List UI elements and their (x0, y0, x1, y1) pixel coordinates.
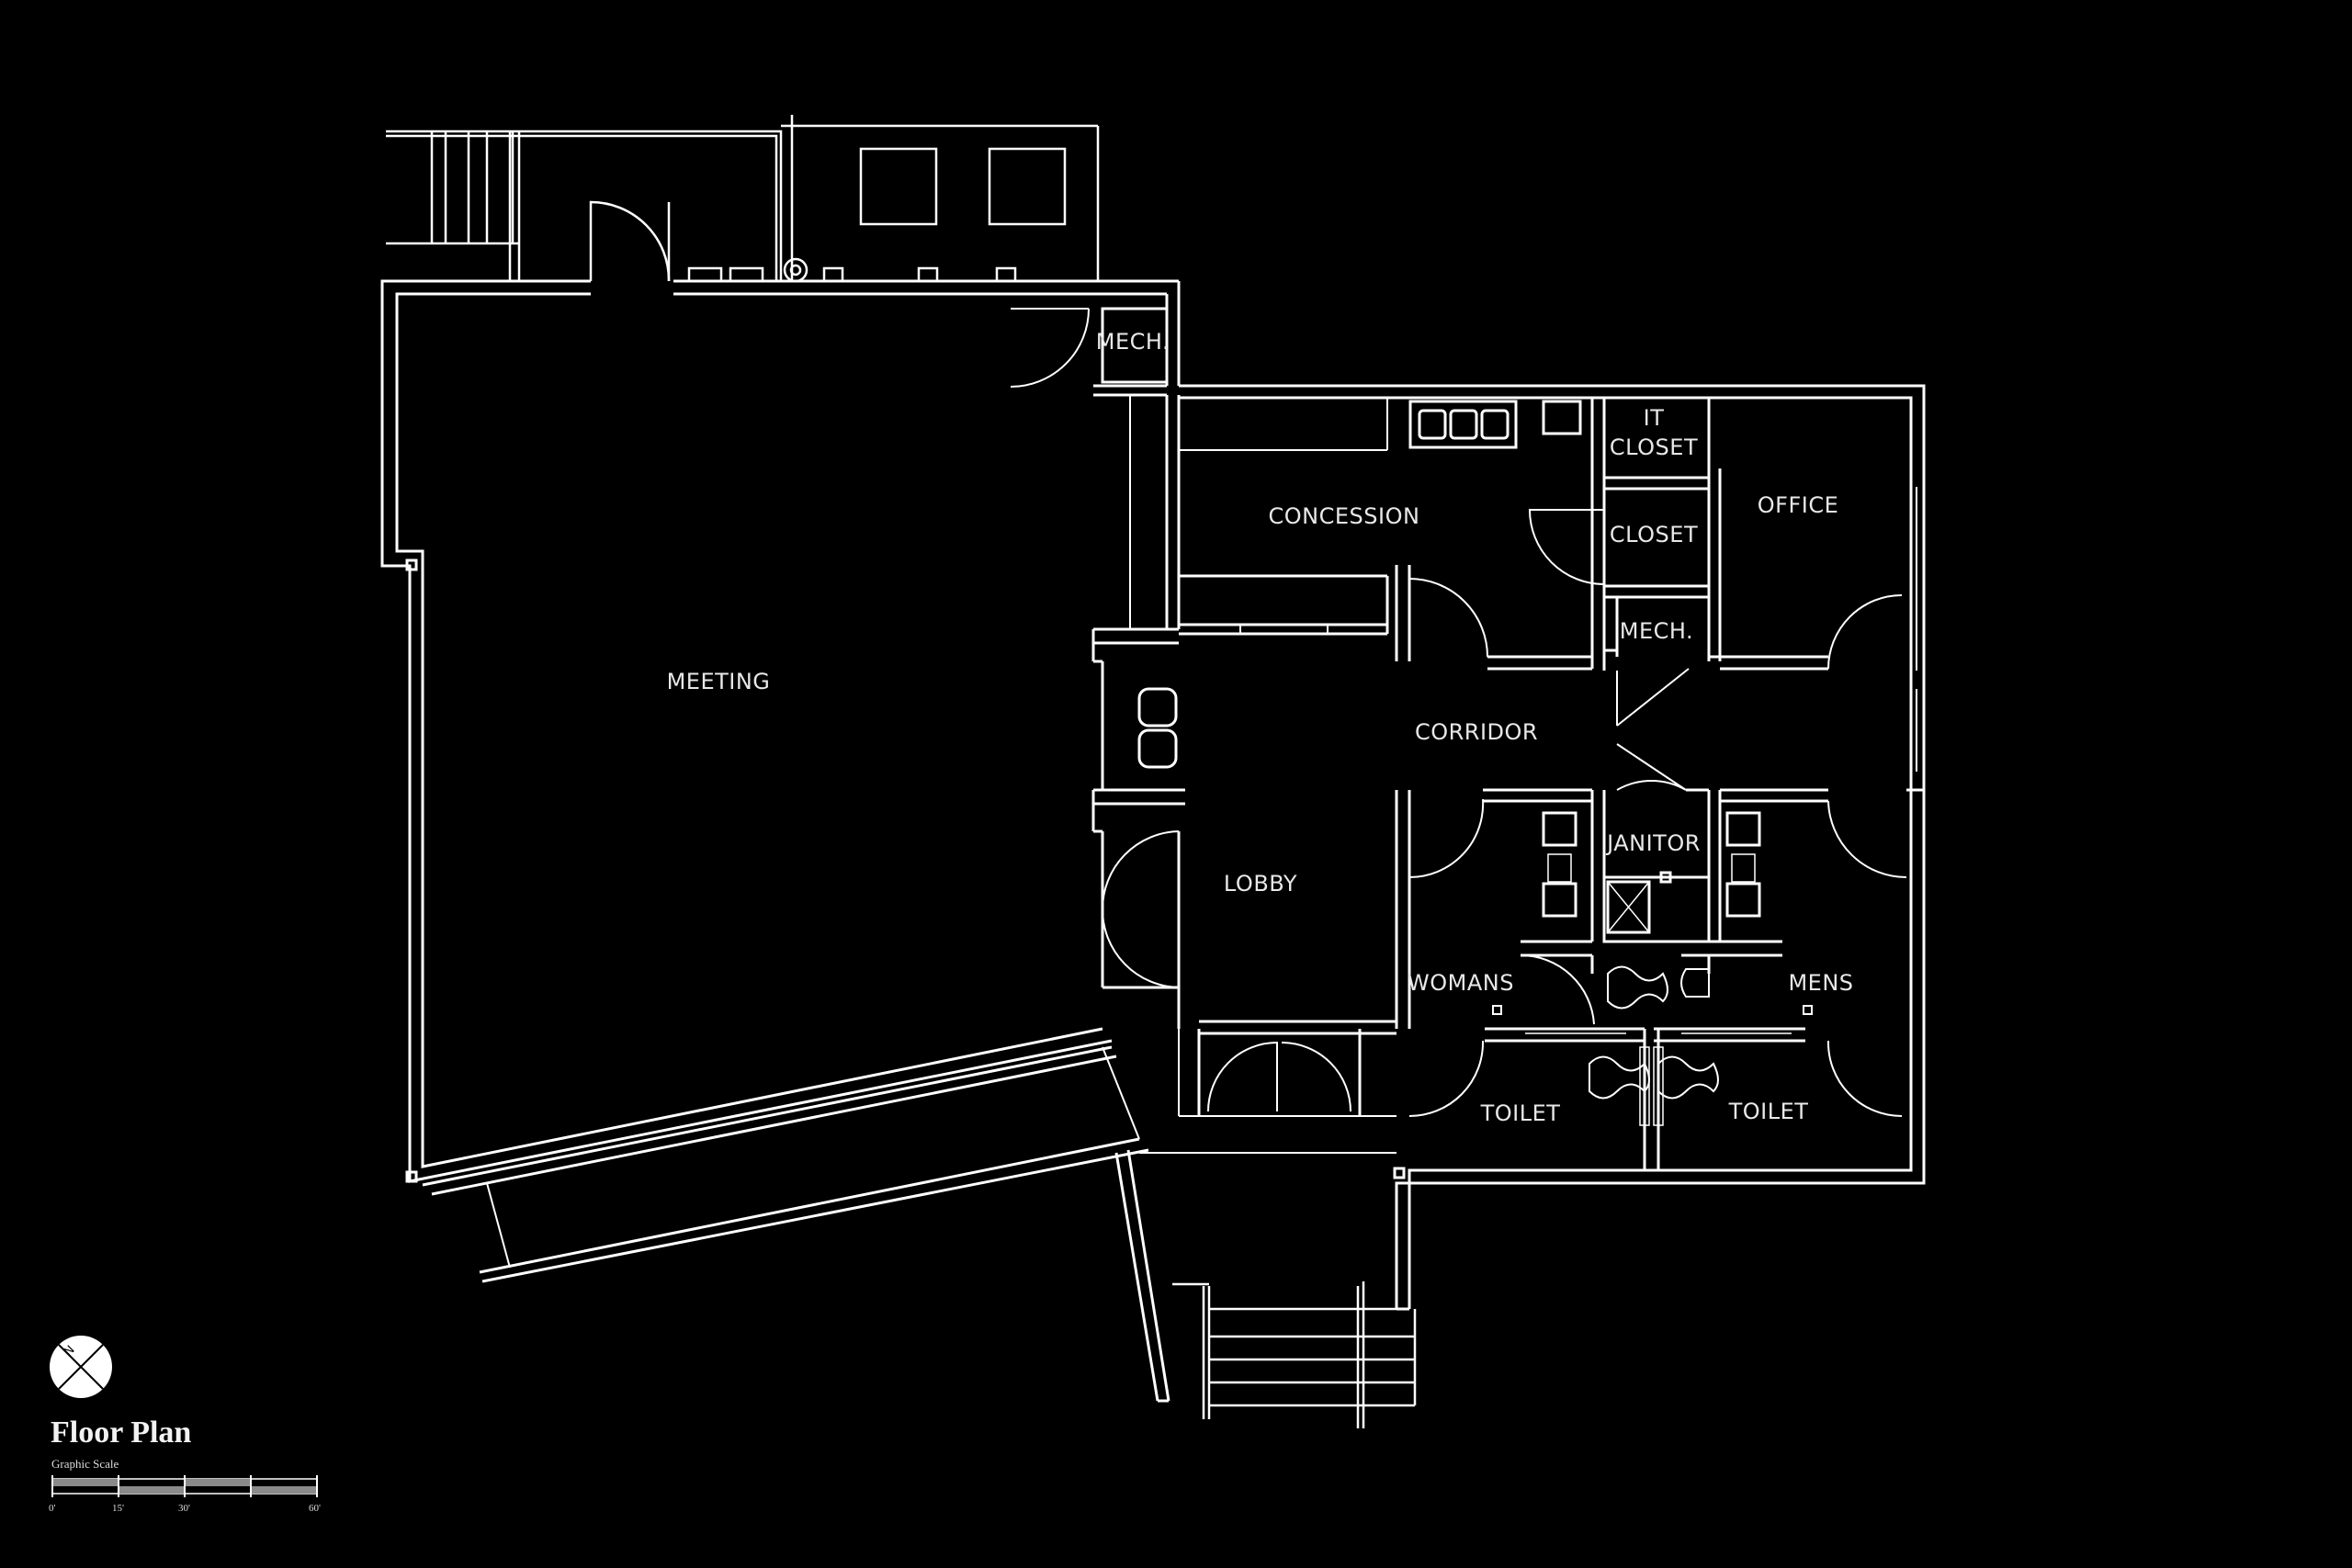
south-entry (1139, 1020, 1396, 1154)
scale-tick-0: 0' (49, 1503, 56, 1514)
upper-deck (386, 115, 1100, 283)
label-mens: MENS (1788, 970, 1853, 996)
graphic-scale-bar (51, 1475, 318, 1497)
mech-room-top (1010, 307, 1169, 388)
label-mech-small: MECH. (1620, 618, 1693, 644)
concession-walls (1179, 398, 1606, 671)
label-concession: CONCESSION (1269, 503, 1420, 529)
service-rooms (1528, 398, 1903, 727)
scale-tick-15: 15' (112, 1503, 124, 1514)
label-womans: WOMANS (1408, 970, 1514, 996)
north-arrow-icon: N (50, 1336, 112, 1398)
label-toilet-left: TOILET (1480, 1100, 1561, 1126)
label-it-closet-line1: IT (1644, 405, 1665, 431)
graphic-scale-label: Graphic Scale (51, 1457, 119, 1471)
drawing-title: Floor Plan (51, 1416, 191, 1450)
east-wing-walls (1179, 384, 1926, 1311)
meeting-room-walls (380, 279, 1181, 1183)
label-mech-top: MECH. (1096, 329, 1170, 355)
label-it-closet-line2: CLOSET (1610, 434, 1698, 460)
label-office: OFFICE (1758, 492, 1839, 518)
label-meeting: MEETING (667, 669, 771, 694)
scale-tick-30: 30' (178, 1503, 190, 1514)
label-corridor: CORRIDOR (1415, 719, 1538, 745)
label-closet: CLOSET (1610, 522, 1698, 547)
restroom-block (1395, 743, 1924, 1170)
label-janitor: JANITOR (1605, 830, 1701, 856)
ramp (422, 1045, 1396, 1403)
lobby-west-wall (1091, 395, 1185, 1029)
south-stairs (1172, 1281, 1417, 1428)
label-lobby: LOBBY (1224, 871, 1297, 897)
label-toilet-right: TOILET (1728, 1099, 1809, 1124)
room-labels: MEETING MECH. CONCESSION IT CLOSET CLOSE… (667, 329, 1853, 1126)
scale-tick-60: 60' (309, 1503, 321, 1514)
